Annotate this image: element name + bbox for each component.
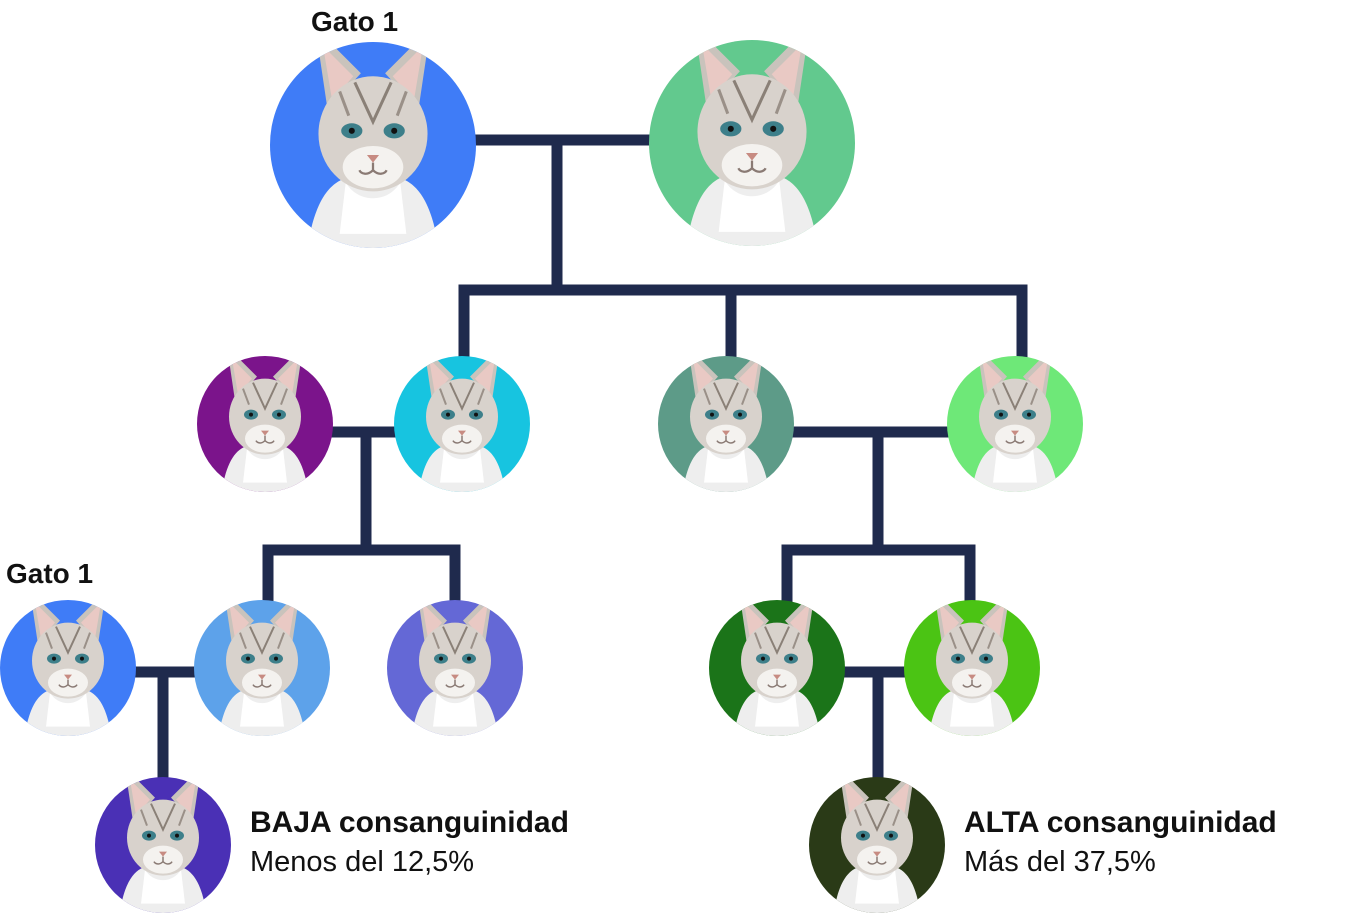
node-offspring-low bbox=[95, 777, 231, 913]
gato-1-label-top: Gato 1 bbox=[311, 6, 399, 37]
node-gen3-d bbox=[904, 600, 1040, 736]
node-gen3-c bbox=[709, 600, 845, 736]
high-inbreeding-title: ALTA consanguinidad bbox=[964, 806, 1277, 839]
node-gen3-b bbox=[387, 600, 523, 736]
gato-1-label-left: Gato 1 bbox=[6, 558, 94, 589]
low-inbreeding-subtitle: Menos del 12,5% bbox=[250, 846, 475, 878]
node-gen2-b bbox=[394, 356, 530, 492]
node-gen2-d bbox=[947, 356, 1083, 492]
node-offspring-high bbox=[809, 777, 945, 913]
node-gen2-c bbox=[658, 356, 794, 492]
high-inbreeding-subtitle: Más del 37,5% bbox=[964, 846, 1156, 878]
low-inbreeding-title: BAJA consanguinidad bbox=[250, 806, 569, 839]
node-gen3-a bbox=[194, 600, 330, 736]
node-gato-1-top bbox=[270, 42, 476, 248]
node-gato-1-left bbox=[0, 600, 136, 736]
node-gen2-a bbox=[197, 356, 333, 492]
family-tree-connectors bbox=[126, 134, 1028, 786]
node-gen1-mate bbox=[649, 40, 855, 246]
